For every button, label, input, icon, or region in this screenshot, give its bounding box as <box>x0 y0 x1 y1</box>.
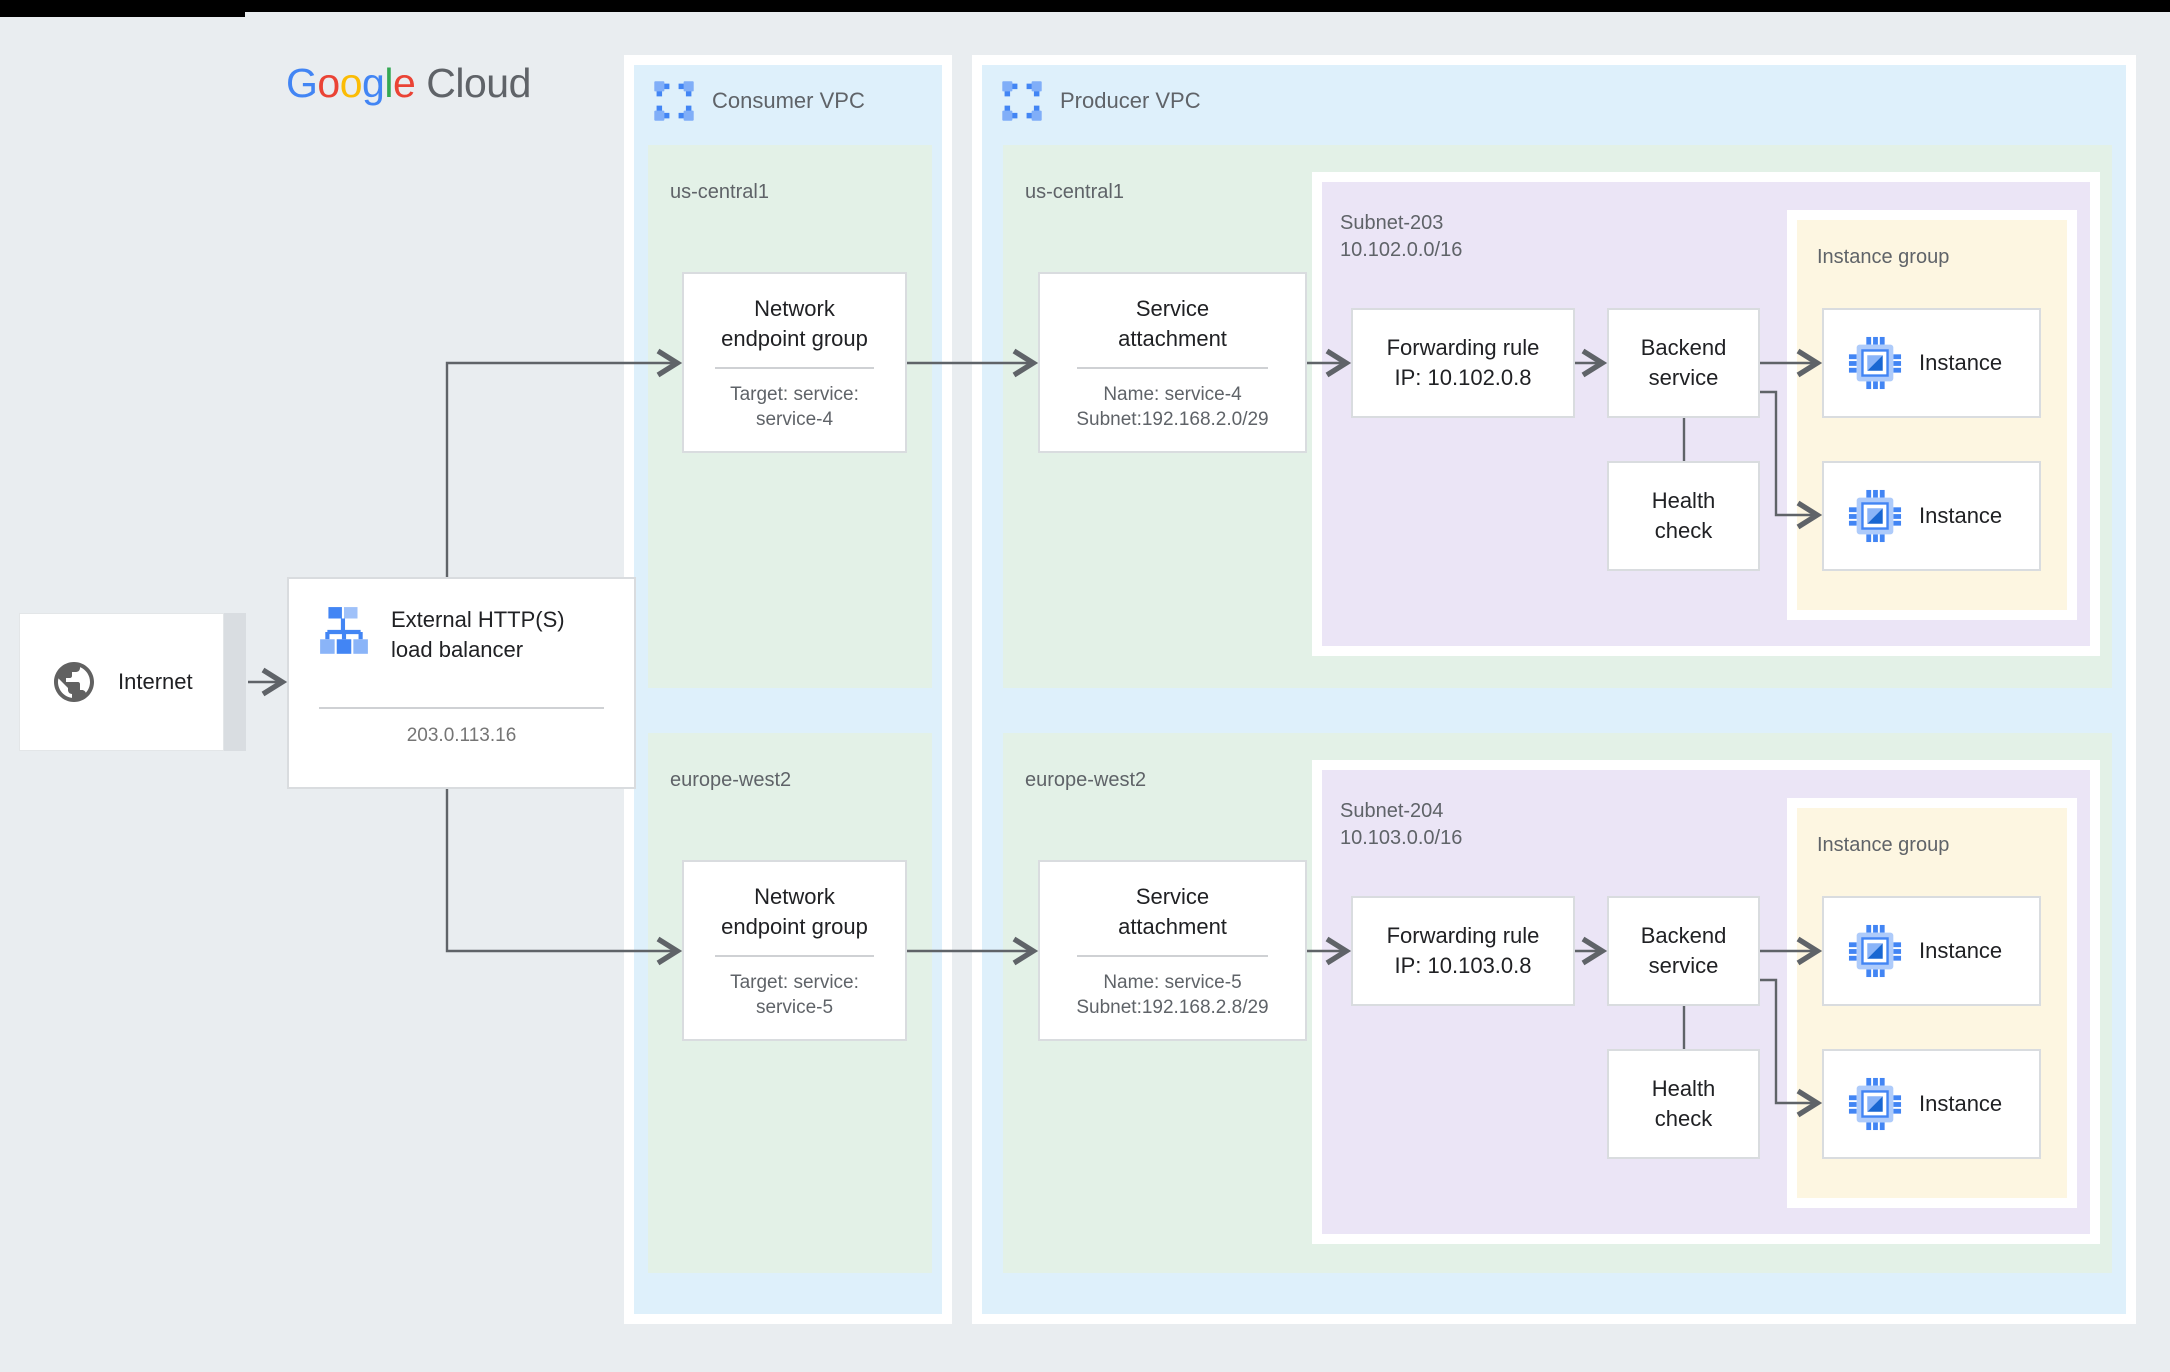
compute-instance-icon <box>1848 336 1902 390</box>
instance-group-label: Instance group <box>1817 834 1950 856</box>
sa-title: attachment <box>1118 325 1227 351</box>
fr-title: Forwarding rule <box>1386 335 1540 360</box>
consumer-vpc-header: Consumer VPC <box>652 79 865 123</box>
logo-letter: o <box>317 60 340 106</box>
lb-title: External HTTP(S) load balancer <box>391 605 565 665</box>
sa-detail: Subnet:192.168.2.0/29 <box>1076 408 1269 430</box>
fr-ip: IP: 10.103.0.8 <box>1394 953 1532 978</box>
sa-detail: Subnet:192.168.2.8/29 <box>1076 996 1269 1018</box>
neg-title: Network <box>754 295 835 321</box>
bs-title: Backend <box>1640 335 1727 360</box>
neg-target: service-5 <box>755 996 834 1018</box>
subnet-cidr: 10.102.0.0/16 <box>1340 239 1463 261</box>
health-check-europe-west2: Health check <box>1607 1049 1760 1159</box>
region-label: us-central1 <box>1025 181 1124 203</box>
instance-label: Instance <box>1919 503 2003 528</box>
fr-title: Forwarding rule <box>1386 923 1540 948</box>
neg-title: endpoint group <box>721 913 868 939</box>
producer-vpc-label: Producer VPC <box>1060 88 1201 113</box>
subnet-label: Subnet-204 10.103.0.0/16 <box>1340 798 1462 852</box>
internet-label: Internet <box>118 669 193 694</box>
forwarding-rule-us-central1: Forwarding rule IP: 10.102.0.8 <box>1351 308 1575 418</box>
hc-title: Health <box>1651 488 1716 513</box>
producer-vpc-header: Producer VPC <box>1000 79 1201 123</box>
instance-group-label: Instance group <box>1817 246 1950 268</box>
subnet-label: Subnet-203 10.102.0.0/16 <box>1340 210 1462 264</box>
fr-ip: IP: 10.102.0.8 <box>1394 365 1532 390</box>
divider <box>319 707 604 709</box>
top-black-bar <box>0 0 2170 12</box>
compute-instance-icon <box>1848 924 1902 978</box>
compute-instance-icon <box>1848 1077 1902 1131</box>
bs-title: service <box>1648 365 1719 390</box>
logo-letter: l <box>384 60 393 106</box>
service-attachment-europe-west2: Service attachment Name: service-5 Subne… <box>1038 860 1307 1041</box>
divider <box>1077 366 1268 369</box>
neg-target: Target: service: <box>730 971 859 993</box>
subnet-name: Subnet-204 <box>1340 800 1444 822</box>
sa-title: attachment <box>1118 913 1227 939</box>
load-balancer-icon <box>320 607 368 654</box>
neg-target: Target: service: <box>730 383 859 405</box>
instance-2-us-central1: Instance <box>1822 461 2041 571</box>
forwarding-rule-europe-west2: Forwarding rule IP: 10.103.0.8 <box>1351 896 1575 1006</box>
network-endpoint-group-europe-west2: Network endpoint group Target: service: … <box>682 860 907 1041</box>
logo-letter: g <box>362 60 385 106</box>
logo-letter: e <box>392 60 416 106</box>
instance-label: Instance <box>1919 1091 2003 1116</box>
instance-2-europe-west2: Instance <box>1822 1049 2041 1159</box>
logo-letter: o <box>339 60 363 106</box>
hc-title: Health <box>1651 1076 1716 1101</box>
region-label: europe-west2 <box>1025 769 1147 791</box>
instance-1-europe-west2: Instance <box>1822 896 2041 1006</box>
lb-title-line: External HTTP(S) <box>391 607 565 632</box>
internet-box: Internet <box>19 613 224 751</box>
divider <box>714 366 875 369</box>
top-black-bar-left <box>0 0 245 17</box>
backend-service-europe-west2: Backend service <box>1607 896 1760 1006</box>
instance-1-us-central1: Instance <box>1822 308 2041 418</box>
vpc-network-icon <box>1002 81 1042 121</box>
neg-target: service-4 <box>755 408 834 430</box>
vpc-network-icon <box>654 81 694 121</box>
hc-title: check <box>1654 1106 1713 1131</box>
health-check-us-central1: Health check <box>1607 461 1760 571</box>
bs-title: Backend <box>1640 923 1727 948</box>
sa-title: Service <box>1135 883 1210 909</box>
region-label: europe-west2 <box>670 769 792 791</box>
instance-label: Instance <box>1919 938 2003 963</box>
lb-header: External HTTP(S) load balancer <box>317 605 565 665</box>
divider <box>714 954 875 957</box>
network-endpoint-group-us-central1: Network endpoint group Target: service: … <box>682 272 907 453</box>
sa-detail: Name: service-5 <box>1103 971 1242 993</box>
backend-service-us-central1: Backend service <box>1607 308 1760 418</box>
neg-title: Network <box>754 883 835 909</box>
subnet-cidr: 10.103.0.0/16 <box>1340 827 1463 849</box>
service-attachment-us-central1: Service attachment Name: service-4 Subne… <box>1038 272 1307 453</box>
region-label: us-central1 <box>670 181 769 203</box>
divider <box>1077 954 1268 957</box>
external-load-balancer-box: External HTTP(S) load balancer 203.0.113… <box>287 577 636 789</box>
lb-title-line: load balancer <box>391 637 524 662</box>
consumer-vpc-label: Consumer VPC <box>712 88 865 113</box>
logo-cloud-text: Cloud <box>426 60 531 106</box>
neg-title: endpoint group <box>721 325 868 351</box>
subnet-name: Subnet-203 <box>1340 212 1444 234</box>
lb-ip-address: 203.0.113.16 <box>406 725 517 746</box>
sa-detail: Name: service-4 <box>1103 383 1242 405</box>
globe-internet-icon <box>54 662 94 702</box>
instance-label: Instance <box>1919 350 2003 375</box>
hc-title: check <box>1654 518 1713 543</box>
logo-letter: G <box>286 60 318 106</box>
compute-instance-icon <box>1848 489 1902 543</box>
bs-title: service <box>1648 953 1719 978</box>
sa-title: Service <box>1135 295 1210 321</box>
